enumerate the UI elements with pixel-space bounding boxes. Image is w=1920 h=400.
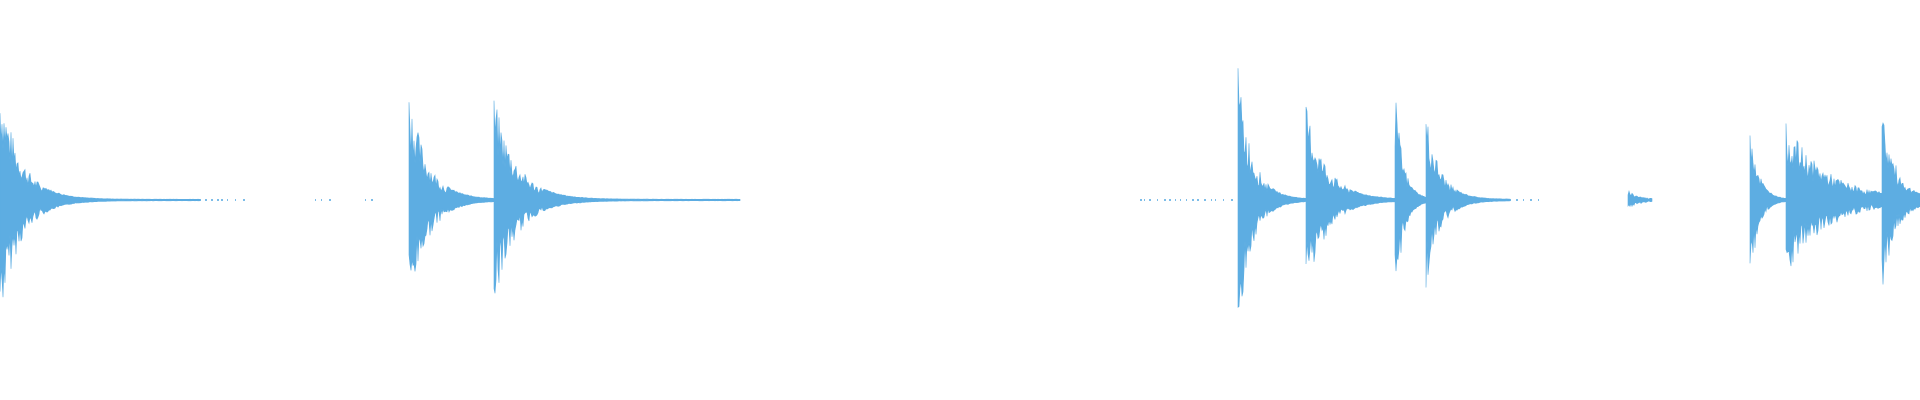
waveform-noise-dot [1223,199,1224,201]
waveform-noise-dot [1211,199,1212,201]
waveform-noise-dot [1231,199,1233,201]
waveform-noise-dot [1157,199,1158,201]
waveform-noise-dot [371,199,373,201]
waveform-noise-dot [1180,199,1181,201]
waveform-noise-dot [1538,199,1539,201]
waveform-noise-dot [221,199,223,201]
waveform-noise-dot [211,199,213,201]
waveform-transient [1394,102,1427,272]
waveform-transient [1305,106,1396,265]
waveform-peaks [0,68,1920,308]
waveform-transient [408,102,495,272]
waveform-noise-dot [1215,199,1216,201]
waveform-noise-dot [1140,199,1142,201]
waveform-noise-dot [235,199,236,201]
waveform-transient [1749,135,1787,264]
waveform-noise-dot [1530,199,1532,201]
waveform-noise-dot [1516,199,1518,201]
waveform-noise-dot [1204,199,1206,201]
waveform-noise-dot [1169,199,1171,201]
waveform-noise-dot [227,199,228,201]
waveform-transient [0,113,201,298]
waveform-transient [1237,68,1307,308]
waveform-noise-dot [1144,199,1145,201]
waveform-transient [1425,124,1511,288]
waveform-noise-dot [1510,199,1511,201]
waveform-transient [1627,190,1653,208]
waveform-noise-dot [1186,199,1187,201]
waveform-noise-dot [1192,199,1194,201]
waveform-noise-dot [329,199,331,201]
waveform-noise-dot [200,199,201,201]
waveform-transient [1785,123,1883,267]
waveform-noise-dot [243,199,245,201]
waveform-noise-dot [1175,199,1176,201]
waveform-transient [493,100,741,294]
waveform-noise-dot [1523,199,1524,201]
waveform-noise-dot [1197,199,1199,201]
waveform-noise-dot [1149,199,1151,201]
waveform-noise-dot [217,199,219,201]
waveform-noise-dot [365,199,366,201]
waveform-noise-dot [205,199,207,201]
waveform-noise-dot [1164,199,1166,201]
waveform-transient [1881,122,1920,285]
waveform-noise-dot [321,199,322,201]
waveform-noise-dot [315,199,316,201]
